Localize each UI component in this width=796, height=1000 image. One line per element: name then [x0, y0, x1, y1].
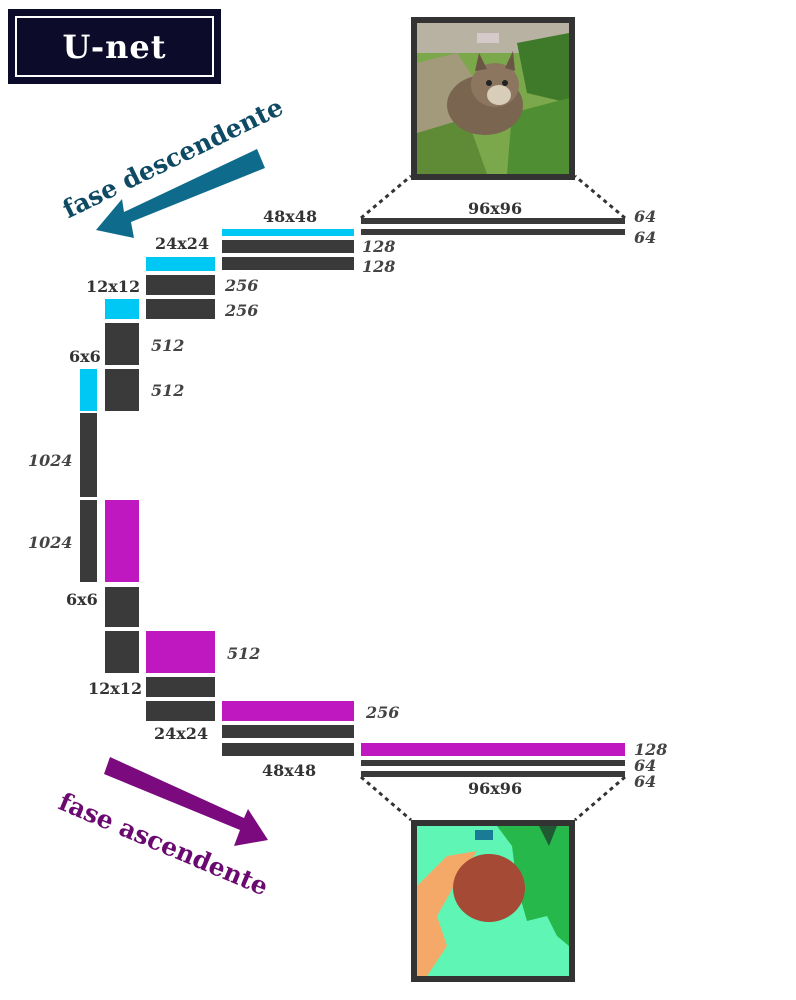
input-dotted-line-right [574, 174, 626, 220]
dec-96-res-label: 96x96 [468, 779, 523, 798]
enc-24-ch2-label: 256 [225, 301, 259, 320]
bottleneck-ch2-label: 1024 [28, 533, 73, 552]
enc-96-res-label: 96x96 [468, 199, 523, 218]
cat-photo-icon [417, 23, 569, 174]
enc-48-ch1-label: 128 [362, 237, 396, 256]
dec-24-conv2-bar [146, 701, 215, 721]
enc-12-ch1-label: 512 [151, 336, 185, 355]
enc-12-ch2-label: 512 [151, 381, 185, 400]
dec-96-ch2-label: 64 [634, 772, 657, 791]
dec-48-conv2-bar [222, 743, 354, 756]
enc-6-pool-bar [80, 369, 97, 411]
enc-48-conv1-bar [222, 240, 354, 253]
dec-12-upconv-bar [105, 500, 139, 582]
dec-96-conv2-bar [361, 771, 625, 777]
dec-12-res-label: 12x12 [88, 679, 143, 698]
output-dotted-line-left [360, 775, 412, 822]
enc-24-conv1-bar [146, 275, 215, 295]
bottleneck-conv1-bar [80, 413, 97, 497]
enc-96-ch2-label: 64 [634, 228, 657, 247]
dec-24-upconv-bar [146, 631, 215, 673]
enc-12-pool-bar [105, 299, 139, 319]
enc-24-pool-bar [146, 257, 215, 271]
enc-96-conv1-bar [361, 218, 625, 224]
dec-48-upconv-bar [222, 701, 354, 721]
descending-arrow-icon [96, 149, 265, 238]
enc-48-conv2-bar [222, 257, 354, 270]
dec-96-upconv-bar [361, 743, 625, 756]
bottleneck-conv2-bar [80, 500, 97, 582]
input-dotted-line-left [360, 174, 412, 220]
dec-96-ch1-label: 64 [634, 756, 657, 775]
dec-48-res-label: 48x48 [262, 761, 317, 780]
enc-24-ch1-label: 256 [225, 276, 259, 295]
enc-12-res-label: 12x12 [86, 277, 141, 296]
dec-48-ch-label: 256 [366, 703, 400, 722]
enc-48-res-label: 48x48 [263, 207, 318, 226]
enc-12-conv2-bar [105, 369, 139, 411]
enc-12-conv1-bar [105, 323, 139, 365]
dec-96-ch-label: 128 [634, 740, 668, 759]
enc-24-res-label: 24x24 [155, 234, 210, 253]
enc-48-ch2-label: 128 [362, 257, 396, 276]
dec-6-res-label: 6x6 [66, 590, 98, 609]
dec-48-conv1-bar [222, 725, 354, 738]
dec-24-ch-label: 512 [227, 644, 261, 663]
input-image [411, 17, 575, 180]
segmentation-map-icon [417, 826, 569, 976]
output-image [411, 820, 575, 982]
output-dotted-line-right [574, 775, 626, 822]
enc-96-conv2-bar [361, 229, 625, 235]
dec-96-conv1-bar [361, 760, 625, 766]
enc-6-res-label: 6x6 [69, 347, 101, 366]
title-box: U-net [8, 9, 221, 84]
dec-24-conv1-bar [146, 677, 215, 697]
dec-12-conv1-bar [105, 587, 139, 627]
bottleneck-ch1-label: 1024 [28, 451, 73, 470]
enc-96-ch1-label: 64 [634, 207, 657, 226]
dec-24-res-label: 24x24 [154, 724, 209, 743]
dec-12-conv2-bar [105, 631, 139, 673]
ascending-arrow-icon [104, 757, 268, 846]
page-title: U-net [15, 16, 214, 77]
enc-24-conv2-bar [146, 299, 215, 319]
enc-48-pool-bar [222, 229, 354, 236]
